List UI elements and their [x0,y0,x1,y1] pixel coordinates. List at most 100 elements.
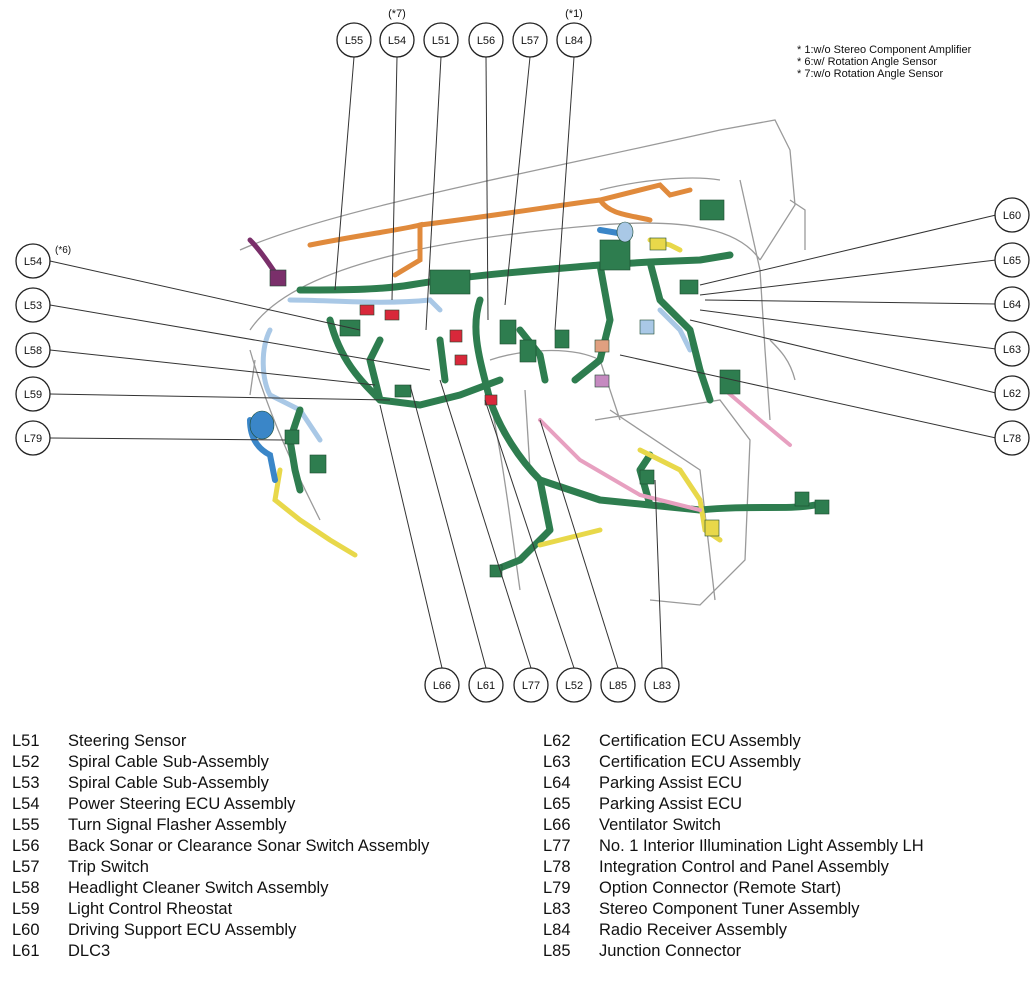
legend-name: Parking Assist ECU [599,774,743,792]
callout-left-label: L53 [24,300,42,312]
callouts-left [15,243,51,456]
callout-top-note: (*1) [565,8,583,20]
legend-code: L59 [12,900,40,918]
legend-code: L62 [543,732,571,750]
legend-name: No. 1 Interior Illumination Light Assemb… [599,837,924,855]
callout-bottom-label: L77 [522,680,540,692]
legend-name: Driving Support ECU Assembly [68,921,297,939]
legend-row: L51 Steering Sensor [12,731,429,752]
callout-top-note: (*7) [388,8,406,20]
legend-name: Headlight Cleaner Switch Assembly [68,879,329,897]
legend-row: L85 Junction Connector [543,941,924,962]
legend-row: L61 DLC3 [12,941,429,962]
legend-code: L85 [543,942,571,960]
legend-row: L55 Turn Signal Flasher Assembly [12,815,429,836]
legend-code: L61 [12,942,40,960]
callouts-bottom [424,667,680,703]
legend-name: Turn Signal Flasher Assembly [68,816,287,834]
legend-code: L52 [12,753,40,771]
legend-code: L64 [543,774,571,792]
legend-code: L60 [12,921,40,939]
legend-name: DLC3 [68,942,111,960]
footnote: * 1:w/o Stereo Component Amplifier [797,44,972,56]
legend-row: L52 Spiral Cable Sub-Assembly [12,752,429,773]
wiring-harness-diagram: L55 L54 (*7) L51 L56 L57 L84 (*1) L54 (*… [15,8,1030,703]
harness-light-blue [260,297,693,443]
legend-name: Trip Switch [68,858,149,876]
legend-row: L64 Parking Assist ECU [543,773,924,794]
dashboard-outline [239,119,806,606]
legend-row: L84 Radio Receiver Assembly [543,920,924,941]
callout-right-label: L64 [1003,299,1021,311]
legend-code: L77 [543,837,571,855]
legend-name: Light Control Rheostat [68,900,233,918]
connector-blocks [249,199,830,578]
legend-name: Stereo Component Tuner Assembly [599,900,860,918]
callout-right-label: L62 [1003,388,1021,400]
legend-code: L54 [12,795,40,813]
legend-name: Junction Connector [599,942,742,960]
callout-right-label: L78 [1003,433,1021,445]
callout-left-label: L54 [24,256,42,268]
callout-right-label: L60 [1003,210,1021,222]
footnotes: * 1:w/o Stereo Component Amplifier * 6:w… [797,44,971,80]
legend-code: L58 [12,879,40,897]
callout-top-label: L51 [432,35,450,47]
legend-name: Steering Sensor [68,732,187,750]
legend-name: Certification ECU Assembly [599,753,801,771]
harness-pink [538,388,792,512]
legend-name: Power Steering ECU Assembly [68,795,296,813]
callout-right-label: L63 [1003,344,1021,356]
legend-code: L65 [543,795,571,813]
legend-name: Spiral Cable Sub-Assembly [68,753,269,771]
legend-name: Parking Assist ECU [599,795,743,813]
legend-name: Option Connector (Remote Start) [599,879,842,897]
callout-bottom-label: L52 [565,680,583,692]
callouts-top [336,22,592,58]
legend-row: L54 Power Steering ECU Assembly [12,794,429,815]
callout-top-label: L56 [477,35,495,47]
legend-name: Spiral Cable Sub-Assembly [68,774,269,792]
legend-row: L83 Stereo Component Tuner Assembly [543,899,924,920]
callout-top-label: L54 [388,35,406,47]
legend-row: L60 Driving Support ECU Assembly [12,920,429,941]
callout-left-note: (*6) [55,245,71,256]
callout-left-label: L59 [24,389,42,401]
legend-name: Integration Control and Panel Assembly [599,858,889,876]
legend-code: L56 [12,837,40,855]
callout-bottom-label: L85 [609,680,627,692]
legend-code: L53 [12,774,40,792]
callout-bottom-label: L61 [477,680,495,692]
legend-code: L83 [543,900,571,918]
callouts-right [994,197,1030,456]
legend-code: L84 [543,921,571,939]
footnote: * 6:w/ Rotation Angle Sensor [797,56,938,68]
legend-name: Back Sonar or Clearance Sonar Switch Ass… [68,837,430,855]
callout-top-label: L84 [565,35,583,47]
harness-orange [307,182,693,278]
callout-bottom-label: L83 [653,680,671,692]
legend-code: L57 [12,858,40,876]
legend-name: Ventilator Switch [599,816,721,834]
callout-left-label: L79 [24,433,42,445]
callout-right-label: L65 [1003,255,1021,267]
legend-code: L78 [543,858,571,876]
legend-row: L57 Trip Switch [12,857,429,878]
legend-row: L59 Light Control Rheostat [12,899,429,920]
legend-code: L55 [12,816,40,834]
legend-code: L51 [12,732,40,750]
callout-top-label: L57 [521,35,539,47]
legend-row: L78 Integration Control and Panel Assembl… [543,857,924,878]
legend-row: L77 No. 1 Interior Illumination Light Ass… [543,836,924,857]
callout-left-label: L58 [24,345,42,357]
leader-lines [49,56,997,669]
callout-top-label: L55 [345,35,363,47]
legend-row: L65 Parking Assist ECU [543,794,924,815]
legend-name: Radio Receiver Assembly [599,921,787,939]
